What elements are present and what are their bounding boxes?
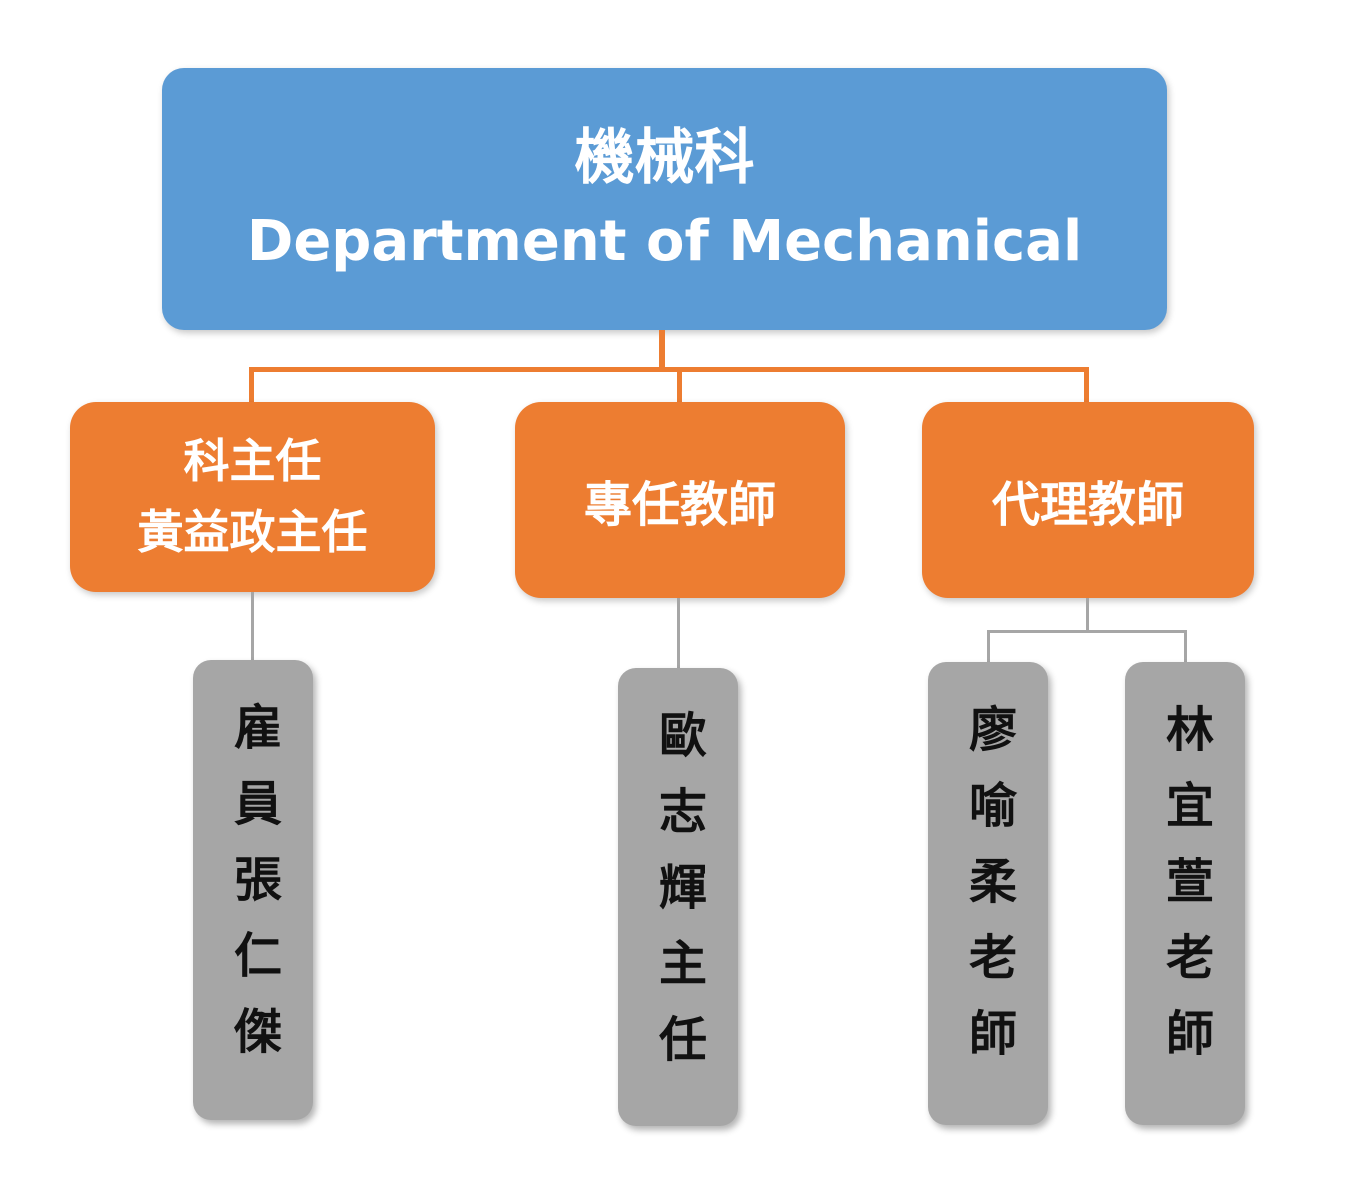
node-substitute-teacher-1: 廖喻柔老師 <box>928 662 1048 1125</box>
connector-horizontal <box>249 367 1089 372</box>
node-department-head: 科主任 黃益政主任 <box>70 402 435 592</box>
node-fulltime-teachers: 專任教師 <box>515 402 845 598</box>
department-head-title: 科主任 <box>183 433 322 488</box>
connector-split-left <box>987 630 990 662</box>
substitute-teacher-1-name: 廖喻柔老師 <box>960 704 1016 1084</box>
connector-stem-middle <box>677 598 680 668</box>
connector-drop-left <box>249 367 254 402</box>
connector-split-right <box>1184 630 1187 662</box>
node-substitute-teachers: 代理教師 <box>922 402 1254 598</box>
node-fulltime-teacher: 歐志輝主任 <box>618 668 738 1126</box>
fulltime-teacher-name: 歐志輝主任 <box>650 710 706 1090</box>
connector-drop-middle <box>677 367 682 402</box>
node-staff-member: 雇員張仁傑 <box>193 660 313 1120</box>
department-title-zh: 機械科 <box>574 123 755 193</box>
department-head-name: 黃益政主任 <box>137 505 368 559</box>
connector-stem-left <box>251 592 254 660</box>
fulltime-teachers-label: 專任教師 <box>583 477 776 533</box>
department-title-en: Department of Mechanical <box>246 209 1083 274</box>
node-substitute-teacher-2: 林宜萱老師 <box>1125 662 1245 1125</box>
connector-drop-right <box>1084 367 1089 402</box>
substitute-teachers-label: 代理教師 <box>991 477 1184 533</box>
connector-root-stub <box>659 330 665 370</box>
connector-stem-right <box>1086 598 1089 632</box>
substitute-teacher-2-name: 林宜萱老師 <box>1157 704 1213 1084</box>
node-department-root: 機械科 Department of Mechanical <box>162 68 1167 330</box>
staff-member-name: 雇員張仁傑 <box>225 702 281 1082</box>
connector-split-horizontal <box>987 630 1187 633</box>
